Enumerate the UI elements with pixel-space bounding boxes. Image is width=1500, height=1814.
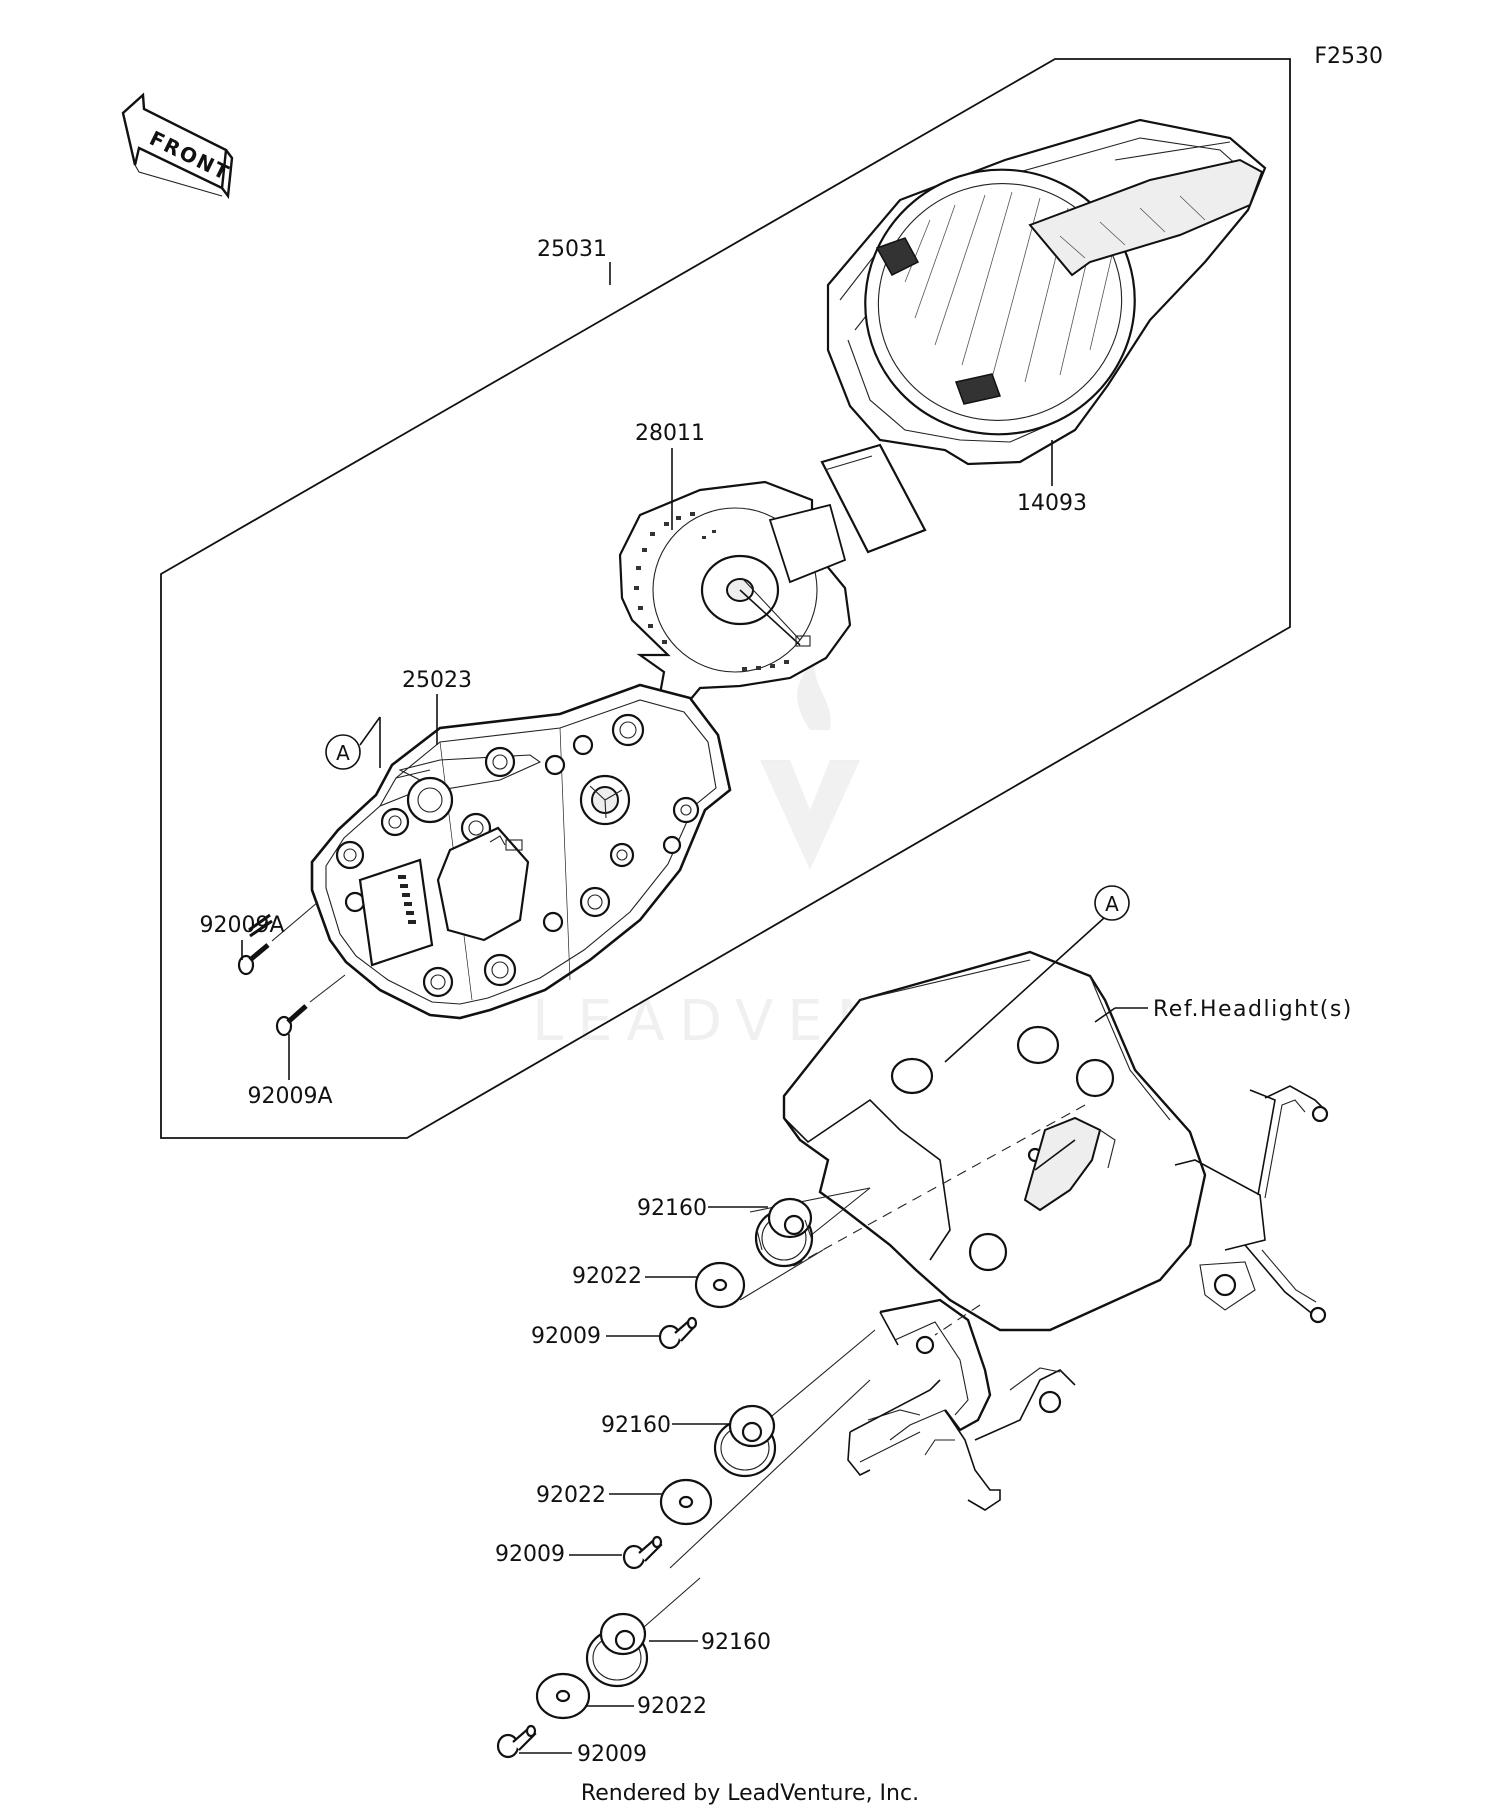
- front-direction-arrow: FRONT: [121, 92, 234, 200]
- figure-code: F2530: [1314, 44, 1383, 69]
- lower-mount-stay: [847, 1298, 1076, 1511]
- case-screw-upper: [237, 901, 319, 976]
- reference-a-lower-label: A: [1105, 892, 1119, 916]
- footer-credit: Rendered by LeadVenture, Inc.: [581, 1781, 919, 1806]
- label-28011: 28011: [635, 421, 705, 446]
- damper-1: [754, 1187, 871, 1268]
- meter-cover: [826, 118, 1267, 466]
- label-92009-2: 92009: [495, 1542, 565, 1567]
- case-bosses: [335, 713, 700, 998]
- washer-1: [694, 1261, 746, 1309]
- screw-1: [658, 1316, 698, 1350]
- meter-plate: [618, 443, 927, 702]
- damper-2: [713, 1329, 876, 1478]
- washer-2: [659, 1478, 713, 1526]
- label-25031: 25031: [537, 237, 607, 262]
- label-92022-2: 92022: [536, 1483, 606, 1508]
- label-92160-3: 92160: [701, 1630, 771, 1655]
- dashed-axis-1: [789, 1104, 1086, 1269]
- meter-case: [310, 683, 732, 1020]
- screw-2: [622, 1535, 663, 1570]
- washer-3: [535, 1672, 591, 1720]
- damper-3: [585, 1379, 871, 1688]
- case-screw-lower: [275, 974, 346, 1037]
- label-92160-1: 92160: [637, 1196, 707, 1221]
- assembly-outline: [160, 58, 1291, 1139]
- label-92009-3: 92009: [577, 1742, 647, 1767]
- reference-a-lower: A: [944, 885, 1130, 1063]
- reference-a-upper: A: [325, 716, 381, 770]
- label-92009A-lower: 92009A: [247, 1084, 332, 1109]
- label-92009-1: 92009: [531, 1324, 601, 1349]
- screw-3: [496, 1724, 537, 1759]
- label-92009A-upper: 92009A: [199, 913, 284, 938]
- dashed-axis-2: [934, 1304, 981, 1336]
- label-25023: 25023: [402, 668, 472, 693]
- label-92022-1: 92022: [572, 1264, 642, 1289]
- case-connector: [358, 826, 530, 967]
- ref-headlight-label: Ref.Headlight(s): [1153, 997, 1353, 1022]
- headlight-bracket: [782, 950, 1329, 1332]
- label-92022-3: 92022: [637, 1694, 707, 1719]
- label-14093: 14093: [1017, 491, 1087, 516]
- label-92160-2: 92160: [601, 1413, 671, 1438]
- reference-a-upper-label: A: [336, 741, 350, 765]
